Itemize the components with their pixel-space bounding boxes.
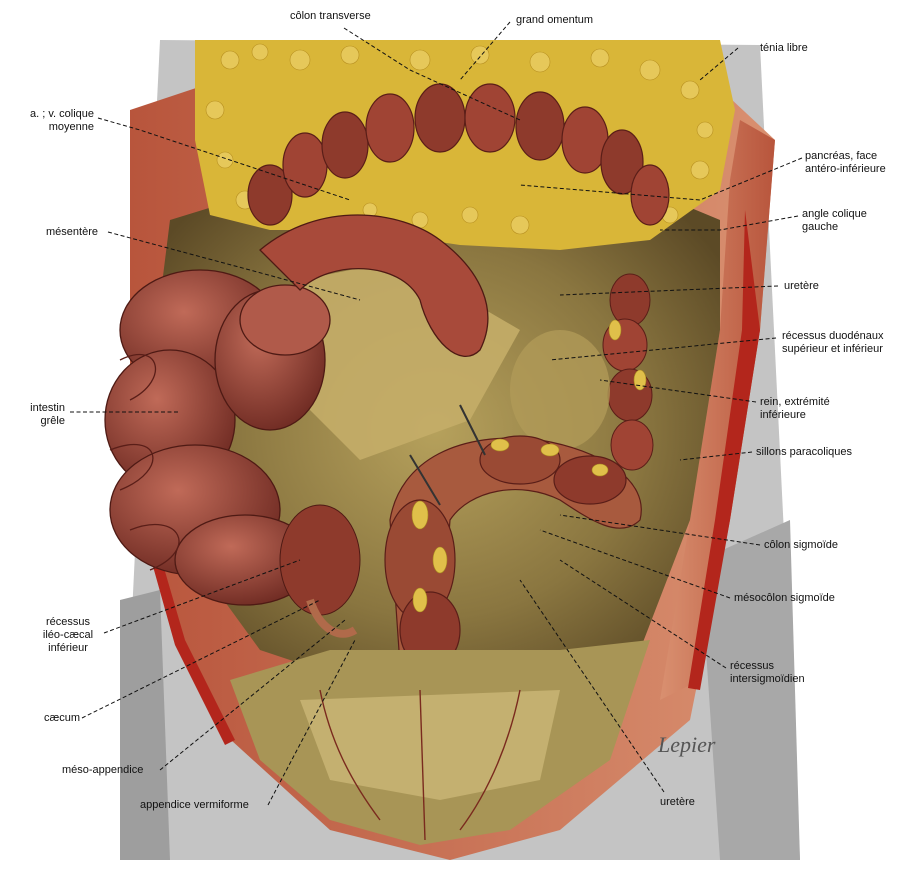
torso-shadow-right <box>700 520 800 860</box>
right-red-rim <box>688 210 760 690</box>
label-grand-omentum: grand omentum <box>516 14 594 26</box>
omentum-fat <box>195 40 735 250</box>
fat-lobules <box>205 43 714 235</box>
artist-signature: Lepier <box>657 732 716 757</box>
left-red-rim <box>140 420 235 745</box>
sigmoid-colon <box>384 435 642 669</box>
small-intestine <box>104 214 489 606</box>
label-colon-transverse: côlon transverse <box>290 10 371 22</box>
torso-shadow-left <box>120 590 170 860</box>
label-mesocolon-sigmoide: mésocôlon sigmoïde <box>734 592 835 604</box>
transverse-colon <box>247 83 670 226</box>
pelvic-vessels <box>319 689 521 841</box>
kidney-lower-pole <box>510 330 610 450</box>
caecum-body <box>279 504 361 616</box>
label-meso-appendice: méso-appendice <box>62 764 144 776</box>
label-uretere-top: uretère <box>784 280 819 292</box>
label-caecum: cæcum <box>44 712 81 724</box>
label-mesentere: mésentère <box>46 226 98 238</box>
pelvic-fold <box>300 690 560 800</box>
retractor-pin-1 <box>459 404 486 456</box>
label-appendice: appendice vermiforme <box>140 799 249 811</box>
leader-lines <box>70 21 803 806</box>
appendix <box>306 598 358 638</box>
label-sillons-paracoliques: sillons paracoliques <box>756 446 852 458</box>
label-uretere-bottom: uretère <box>660 796 695 808</box>
label-colon-sigmoide: côlon sigmoïde <box>764 539 838 551</box>
label-tenia-libre: ténia libre <box>760 42 808 54</box>
retractor-pin-2 <box>409 454 441 506</box>
